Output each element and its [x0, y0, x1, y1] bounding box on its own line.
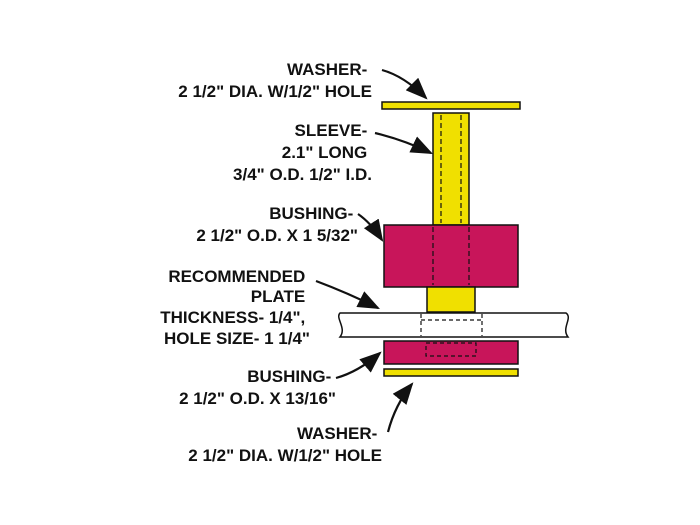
bottom-bushing-hidden-boss	[425, 342, 477, 357]
plate	[338, 312, 570, 338]
sleeve	[432, 112, 470, 226]
top-bushing-label: BUSHING- 2 1/2" O.D. X 1 5/32"	[196, 204, 358, 245]
top-washer	[381, 101, 521, 110]
top-washer-label: WASHER- 2 1/2" DIA. W/1/2" HOLE	[178, 60, 372, 101]
bottom-washer	[383, 368, 519, 377]
sleeve-lower	[426, 286, 476, 313]
plate-label: RECOMMENDED PLATE THICKNESS- 1/4", HOLE …	[160, 267, 310, 348]
top-bushing-leader	[357, 213, 384, 242]
top-washer-leader	[381, 68, 428, 100]
plate-leader	[315, 279, 380, 309]
bottom-washer-leader	[386, 382, 414, 433]
bottom-washer-label: WASHER- 2 1/2" DIA. W/1/2" HOLE	[188, 424, 382, 465]
sleeve-leader	[374, 131, 433, 154]
bottom-bushing-label: BUSHING- 2 1/2" O.D. X 13/16"	[179, 367, 336, 408]
top-bushing	[383, 224, 519, 288]
sleeve-label: SLEEVE- 2.1" LONG 3/4" O.D. 1/2" I.D.	[233, 121, 372, 184]
bottom-bushing	[383, 340, 519, 365]
bottom-bushing-leader	[335, 351, 382, 380]
